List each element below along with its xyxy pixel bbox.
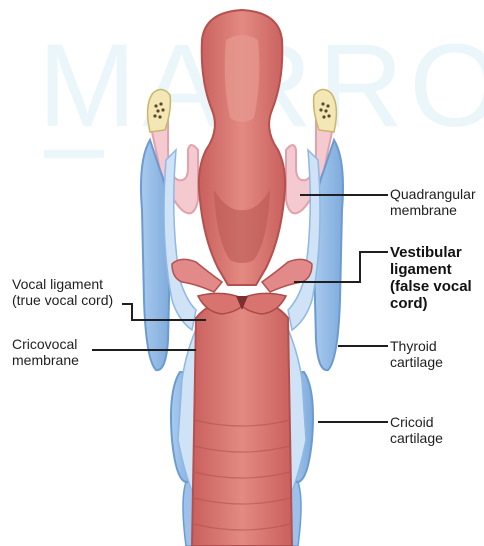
label-cricovocal-line2: membrane <box>12 352 79 368</box>
label-vestibular-line4: cord) <box>390 295 472 312</box>
label-quadrangular-membrane: Quadrangular membrane <box>390 186 476 218</box>
label-vestibular-line3: (false vocal <box>390 278 472 295</box>
label-vestibular-ligament: Vestibular ligament (false vocal cord) <box>390 244 472 312</box>
label-thyroid-line1: Thyroid <box>390 338 443 354</box>
label-cricovocal-line1: Cricovocal <box>12 336 79 352</box>
label-vocal-line1: Vocal ligament <box>12 276 113 292</box>
label-vocal-line2: (true vocal cord) <box>12 292 113 308</box>
label-quadrangular-line2: membrane <box>390 202 476 218</box>
leader-vocal-ligament <box>122 304 206 320</box>
label-cricovocal-membrane: Cricovocal membrane <box>12 336 79 368</box>
label-vocal-ligament: Vocal ligament (true vocal cord) <box>12 276 113 308</box>
label-quadrangular-line1: Quadrangular <box>390 186 476 202</box>
label-vestibular-line2: ligament <box>390 261 472 278</box>
label-cricoid-cartilage: Cricoid cartilage <box>390 414 443 446</box>
label-thyroid-cartilage: Thyroid cartilage <box>390 338 443 370</box>
label-thyroid-line2: cartilage <box>390 354 443 370</box>
leader-vestibular <box>294 252 388 282</box>
label-cricoid-line1: Cricoid <box>390 414 443 430</box>
label-cricoid-line2: cartilage <box>390 430 443 446</box>
label-vestibular-line1: Vestibular <box>390 244 472 261</box>
